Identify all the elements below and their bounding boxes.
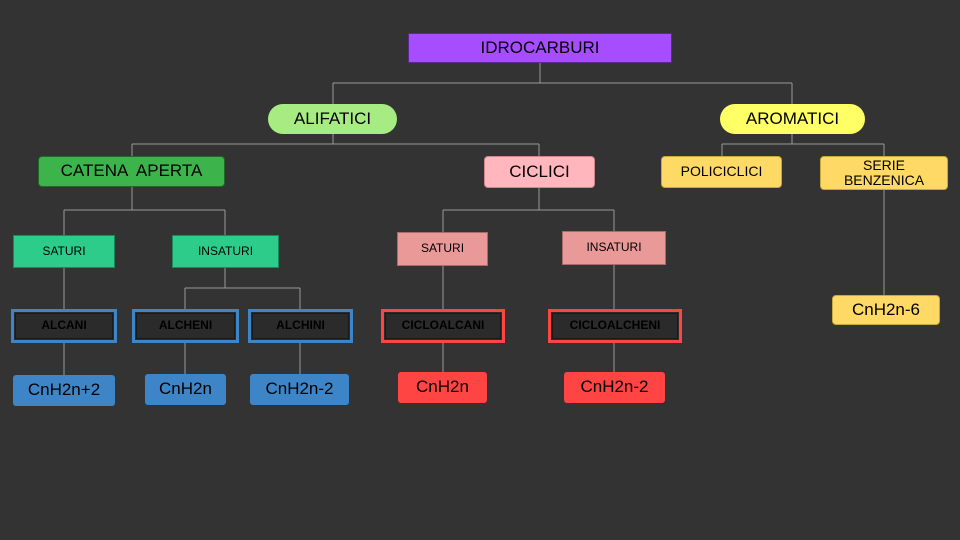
node-ciclici: CICLICI xyxy=(484,156,595,188)
node-serie-benzenica: SERIE BENZENICA xyxy=(820,156,948,190)
node-cicloalcani: CICLOALCANI xyxy=(381,309,505,343)
node-insaturi-aperta: INSATURI xyxy=(172,235,279,268)
node-alchini: ALCHINI xyxy=(248,309,353,343)
formula-cicloalcheni: CnH2n-2 xyxy=(564,372,665,403)
formula-serie-benzenica: CnH2n-6 xyxy=(832,295,940,325)
node-insaturi-ciclici: INSATURI xyxy=(562,231,666,265)
node-policiclici: POLICICLICI xyxy=(661,156,782,188)
node-alcheni: ALCHENI xyxy=(132,309,239,343)
formula-alcani: CnH2n+2 xyxy=(13,375,115,406)
formula-cicloalcani: CnH2n xyxy=(398,372,487,403)
node-alifatici: ALIFATICI xyxy=(268,104,397,134)
node-saturi-ciclici: SATURI xyxy=(397,232,488,266)
node-cicloalcheni: CICLOALCHENI xyxy=(548,309,682,343)
node-idrocarburi: IDROCARBURI xyxy=(408,33,672,63)
node-catena-aperta: CATENA APERTA xyxy=(38,156,225,187)
formula-alcheni: CnH2n xyxy=(145,374,226,405)
formula-alchini: CnH2n-2 xyxy=(250,374,349,405)
node-alcani: ALCANI xyxy=(11,309,117,343)
node-aromatici: AROMATICI xyxy=(720,104,865,134)
node-saturi-aperta: SATURI xyxy=(13,235,115,268)
